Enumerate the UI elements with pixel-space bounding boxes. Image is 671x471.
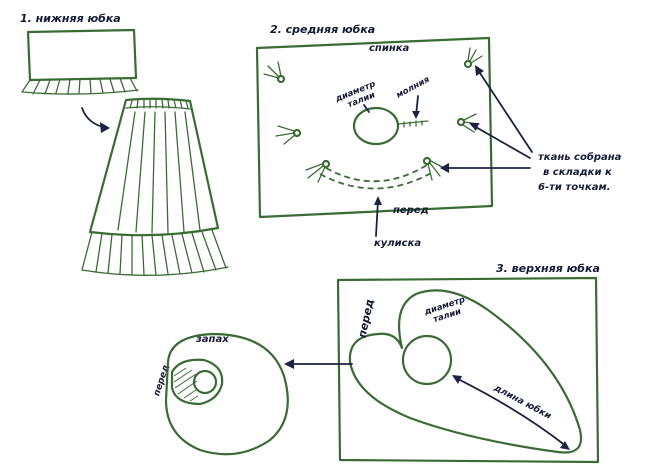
arrowhead-lower-skirt [100,122,110,133]
note-arrow-2 [473,125,531,159]
drawstring-line-1 [325,164,428,183]
arrowhead-zipper [412,111,420,119]
gather-lines-6 [427,160,445,181]
middle-skirt-panel [255,36,494,219]
middle-skirt-title: 2. средняя юбка [270,23,375,36]
wrap-outer-shape [164,332,289,456]
wrap-waist-circle [192,369,218,395]
note-arrowhead-3 [440,163,449,173]
zipper-line [397,120,429,128]
arrow-drawstring [375,199,379,237]
upper-skirt-section: 3. верхняя юбка перед диаметр талии длин… [336,262,600,464]
zipper-label: молния [395,75,432,101]
lower-skirt-gathered [88,97,220,237]
upper-skirt-title: 3. верхняя юбка [496,262,600,275]
gather-lines-2 [467,47,483,64]
gather-lines-1 [263,61,282,79]
waist-circle [352,106,400,146]
upper-skirt-panel [336,276,600,464]
front-label: перед [393,205,429,216]
gather-point-1 [276,74,286,84]
lower-skirt-bottom-ruffle [81,229,229,276]
gathered-note-line-3: 6-ти точкам. [538,182,610,193]
gathering-points [263,47,483,183]
skirt-length-arrowhead-end [560,441,570,450]
skirt-length-arrowhead-start [452,375,462,384]
gather-point-4 [456,117,466,127]
gather-point-2 [463,59,473,69]
middle-skirt-section: 2. средняя юбка спинка диаметр талии мол… [255,23,622,249]
lower-skirt-folds [117,111,201,234]
note-arrowhead-1 [475,65,484,76]
front-vertical-label: перед [356,298,377,339]
drawstring-line-2 [319,171,434,190]
gathered-note-line-1: ткань собрана [538,151,622,163]
gather-lines-5 [305,163,326,183]
gathered-note-line-2: в складки к [543,167,612,178]
upper-skirt-pattern-shape [348,289,583,454]
zipper-label-group: молния [395,75,432,101]
gather-point-6 [422,156,432,166]
gather-lines-3 [275,125,296,145]
gather-point-5 [321,159,331,169]
drawstring-label: кулиска [374,238,421,249]
arrowhead-wrap-view [284,359,294,369]
note-arrow-1 [477,69,533,153]
wrap-view-section: запах перед [152,332,289,456]
back-label: спинка [369,43,410,54]
lower-skirt-flat-panel [26,28,138,82]
wrap-label: запах [195,334,229,345]
lower-skirt-section: 1. нижняя юбка [20,12,229,276]
upper-waist-circle [401,334,453,386]
skirt-length-arrow [455,377,567,447]
arrowhead-drawstring [374,196,382,205]
wrap-inner-shape [170,358,224,406]
note-arrowhead-2 [469,123,479,131]
front-vertical-label-group: перед [356,298,377,339]
lower-skirt-waist-gathers [125,99,191,110]
waist-diameter-label-3: диаметр талии [422,295,466,325]
arrow-waist-diameter [363,104,370,113]
wrap-hatched-area [173,367,199,402]
lower-skirt-flat-ruffle [21,77,139,95]
lower-skirt-title: 1. нижняя юбка [20,12,121,25]
